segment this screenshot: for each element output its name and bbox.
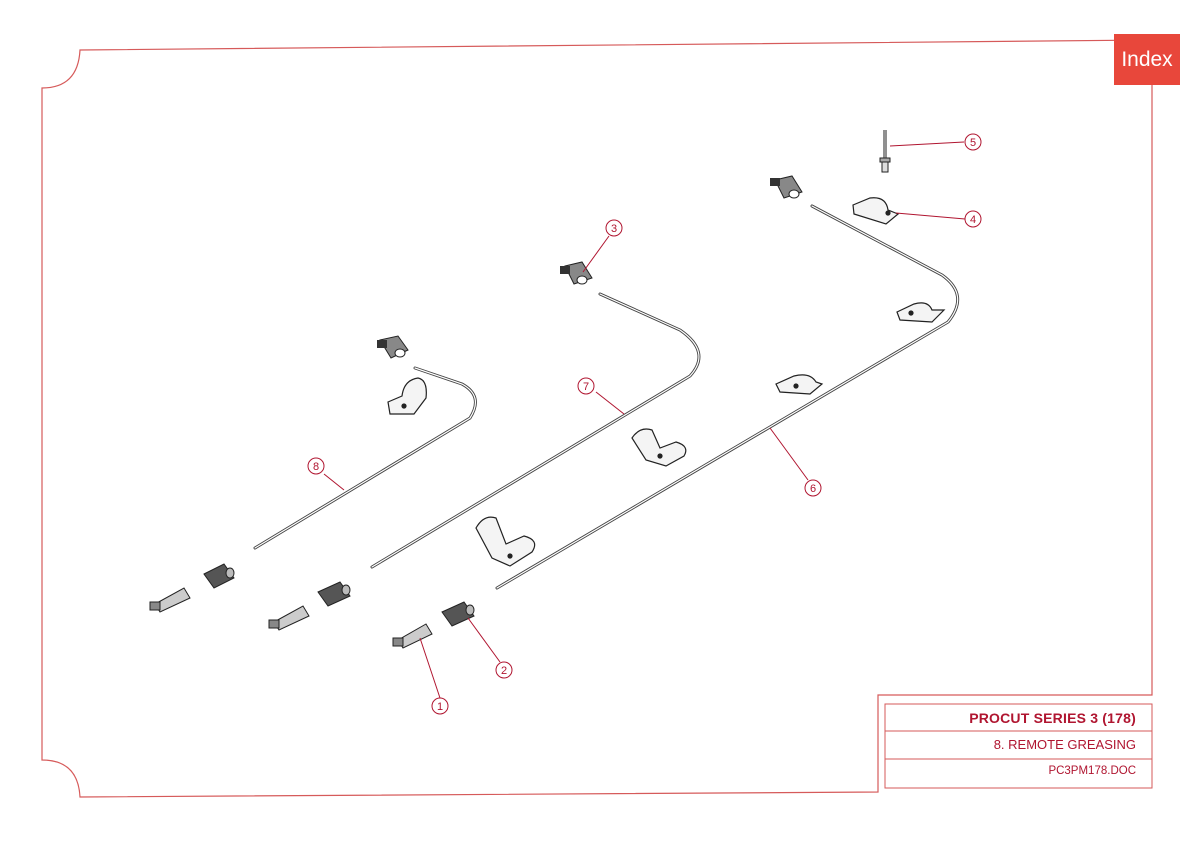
callout-8-label: 8 <box>313 461 319 473</box>
callout-7-label: 7 <box>583 381 589 393</box>
rivet-5 <box>879 130 891 173</box>
adaptor-nut-2 <box>441 601 475 627</box>
title-block-title: PROCUT SERIES 3 (178) <box>969 710 1136 726</box>
callout-4: 4 <box>964 210 982 228</box>
callout-4-label: 4 <box>970 214 976 226</box>
clamp-left <box>387 377 427 415</box>
callout-5: 5 <box>964 133 982 151</box>
fitting-nut-top-right <box>770 175 803 199</box>
callout-5-label: 5 <box>970 137 976 149</box>
callout-1: 1 <box>431 697 449 715</box>
callout-3-label: 3 <box>611 223 617 235</box>
leader-lines <box>323 141 966 699</box>
title-block-frame <box>884 703 1153 789</box>
grease-nipple-left <box>149 587 191 613</box>
clamp-center <box>631 428 687 467</box>
clamp-4 <box>852 197 900 225</box>
sheet-border <box>41 39 1153 798</box>
fitting-nut-top-mid <box>560 261 593 285</box>
grease-nipple-mid <box>268 605 310 631</box>
callout-6-label: 6 <box>810 483 816 495</box>
adaptor-nut-mid <box>317 581 351 607</box>
index-button[interactable]: Index <box>1114 34 1180 85</box>
adaptor-nut-left <box>203 563 235 589</box>
clamp-upper-right <box>896 302 946 323</box>
callout-1-label: 1 <box>437 701 443 713</box>
callout-3: 3 <box>605 219 623 237</box>
fitting-nut-top-left <box>377 335 409 359</box>
callout-2: 2 <box>495 661 513 679</box>
pipe-8 <box>253 366 477 550</box>
clamp-mid-right <box>775 374 824 395</box>
grease-nipple-1 <box>392 623 433 649</box>
callout-6: 6 <box>804 479 822 497</box>
callout-7: 7 <box>577 377 595 395</box>
callout-8: 8 <box>307 457 325 475</box>
clamp-lower <box>475 516 536 567</box>
pipe-6 <box>495 204 959 590</box>
callout-2-label: 2 <box>501 665 507 677</box>
title-block-subtitle: 8. REMOTE GREASING <box>993 737 1136 752</box>
title-block-doc-code: PC3PM178.DOC <box>1048 765 1136 777</box>
